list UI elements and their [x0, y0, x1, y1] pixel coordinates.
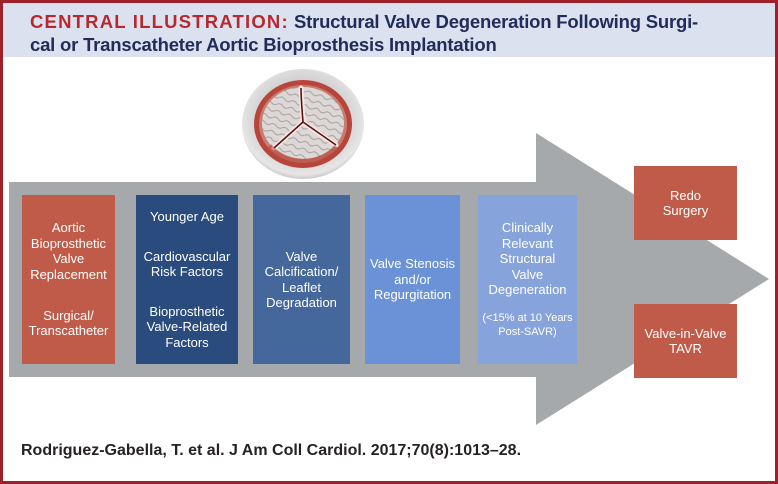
- redo-surgery-text: Redo Surgery: [662, 187, 709, 219]
- title-band: CENTRAL ILLUSTRATION: Structural Valve D…: [3, 3, 775, 57]
- figure-title: CENTRAL ILLUSTRATION: Structural Valve D…: [30, 10, 698, 56]
- central-illustration-label: CENTRAL ILLUSTRATION:: [30, 11, 289, 32]
- stage-valve-calcification: Valve Calcification/ Leaflet Degradation: [253, 195, 350, 364]
- replacement-secondary-text: Surgical/ Transcatheter: [28, 307, 109, 339]
- citation: Rodriguez-Gabella, T. et al. J Am Coll C…: [21, 442, 522, 459]
- title-line-1: CENTRAL ILLUSTRATION: Structural Valve D…: [30, 10, 698, 33]
- svd-subnote-text: (<15% at 10 Years Post-SAVR): [482, 311, 573, 338]
- stage-aortic-valve-replacement: Aortic Bioprosthetic Valve Replacement S…: [22, 195, 115, 364]
- calcification-text: Valve Calcification/ Leaflet Degradation: [264, 248, 339, 311]
- aortic-valve-icon: [242, 69, 364, 179]
- valve-in-valve-text: Valve-in-Valve TAVR: [644, 325, 727, 357]
- risk-valve-related-text: Bioprosthetic Valve-Related Factors: [146, 303, 228, 350]
- stenosis-text: Valve Stenosis and/or Regurgitation: [369, 256, 456, 303]
- risk-younger-age-text: Younger Age: [150, 209, 224, 224]
- outcome-valve-in-valve-tavr: Valve-in-Valve TAVR: [634, 304, 737, 378]
- title-line1-text: Structural Valve Degeneration Following …: [293, 11, 699, 32]
- stage-structural-valve-degeneration: Clinically Relevant Structural Valve Deg…: [478, 195, 577, 364]
- risk-cardiovascular-text: Cardiovascular Risk Factors: [143, 248, 231, 280]
- title-line-2: cal or Transcatheter Aortic Bioprosthesi…: [30, 34, 497, 55]
- outcome-redo-surgery: Redo Surgery: [634, 166, 737, 240]
- stage-valve-stenosis: Valve Stenosis and/or Regurgitation: [365, 195, 460, 364]
- stage-risk-factors: Younger Age Cardiovascular Risk Factors …: [136, 195, 238, 364]
- svd-main-text: Clinically Relevant Structural Valve Deg…: [488, 220, 567, 298]
- replacement-primary-text: Aortic Bioprosthetic Valve Replacement: [30, 220, 107, 282]
